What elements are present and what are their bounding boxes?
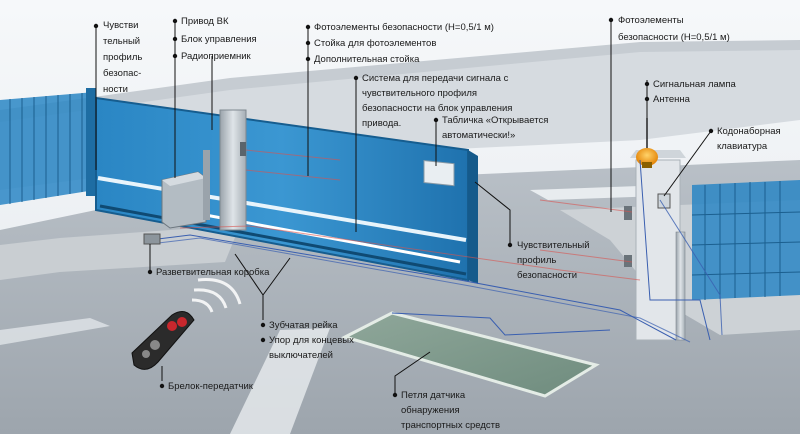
callout-dots [93,17,714,398]
photocell-post-right [675,231,686,341]
label-sensitive-profile-top: Чувстви тельный профиль безопас- ности [103,20,142,95]
label-line: выключателей [269,350,333,361]
label-line: Антенна [653,94,691,105]
label-rack: Зубчатая рейка Упор для концевых выключа… [269,320,354,361]
label-line: Сигнальная лампа [653,79,736,90]
sidewalk-left [0,225,240,280]
label-photocells-gate: Фотоэлементы безопасности (Н=0,5/1 м) Ст… [314,22,494,65]
label-drive: Привод ВК Блок управления Радиоприемник [181,16,257,62]
back-wall-top [0,40,800,122]
label-line: ности [103,84,128,95]
road-marking [230,328,330,434]
label-line: Чувствительный [517,240,590,251]
label-line: профиль [517,255,556,266]
right-fence [691,180,800,300]
right-pillar [630,150,686,341]
label-line: тельный [103,36,140,47]
label-line: Разветвительная коробка [156,267,270,278]
road-marking [530,186,660,200]
road-marking [0,318,110,345]
label-sensitive-profile-right: Чувствительный профиль безопасности [517,240,590,281]
label-line: Фотоэлементы [618,15,684,26]
label-line: безопасности на блок управления [362,103,512,114]
remote-control-icon [131,278,242,370]
label-line: Система для передачи сигнала с [362,73,509,84]
label-line: безопасности (Н=0,5/1 м) [618,32,730,43]
label-line: транспортных средств [401,420,500,431]
wiring [149,159,723,343]
label-line: обнаружения [401,405,460,416]
label-signal-lamp: Сигнальная лампа Антенна [653,79,736,105]
junction-box [143,233,161,245]
label-line: привода. [362,118,401,129]
label-line: Табличка «Открывается [442,115,548,126]
drive-unit [161,171,207,229]
label-line: Фотоэлементы безопасности (Н=0,5/1 м) [314,22,494,33]
label-loop: Петля датчика обнаружения транспортных с… [401,390,500,431]
label-junction-box: Разветвительная коробка [156,267,270,278]
keypad-icon [657,193,671,209]
label-keypad: Кодонаборная клавиатура [717,126,781,152]
label-signal-system: Система для передачи сигнала с чувствите… [362,73,512,129]
label-line: Кодонаборная [717,126,781,137]
label-line: Упор для концевых [269,335,354,346]
photocell-post-gate [203,109,247,231]
leader-lines [95,20,712,395]
label-line: Привод ВК [181,16,229,27]
label-sign-plate: Табличка «Открывается автоматически!» [442,115,548,141]
label-line: Стойка для фотоэлементов [314,38,436,49]
label-line: профиль [103,52,142,63]
label-line: клавиатура [717,141,768,152]
left-fence [0,88,96,205]
label-line: автоматически!» [442,130,515,141]
label-line: Зубчатая рейка [269,320,338,331]
label-line: безопас- [103,68,141,79]
vehicle-loop [340,311,611,398]
label-line: Брелок-передатчик [168,381,254,392]
label-line: Радиоприемник [181,51,252,62]
photocell-right [624,206,632,220]
label-remote: Брелок-передатчик [168,381,254,392]
label-line: Петля датчика [401,390,466,401]
sliding-gate [95,96,478,284]
label-line: чувствительного профиля [362,88,477,99]
label-photocells-right: Фотоэлементы безопасности (Н=0,5/1 м) [618,15,730,43]
label-line: Дополнительная стойка [314,54,420,65]
label-line: Блок управления [181,34,257,45]
label-line: Чувстви [103,20,138,31]
label-line: безопасности [517,270,577,281]
photocell-beams [245,149,633,263]
sign-plate [423,160,455,187]
